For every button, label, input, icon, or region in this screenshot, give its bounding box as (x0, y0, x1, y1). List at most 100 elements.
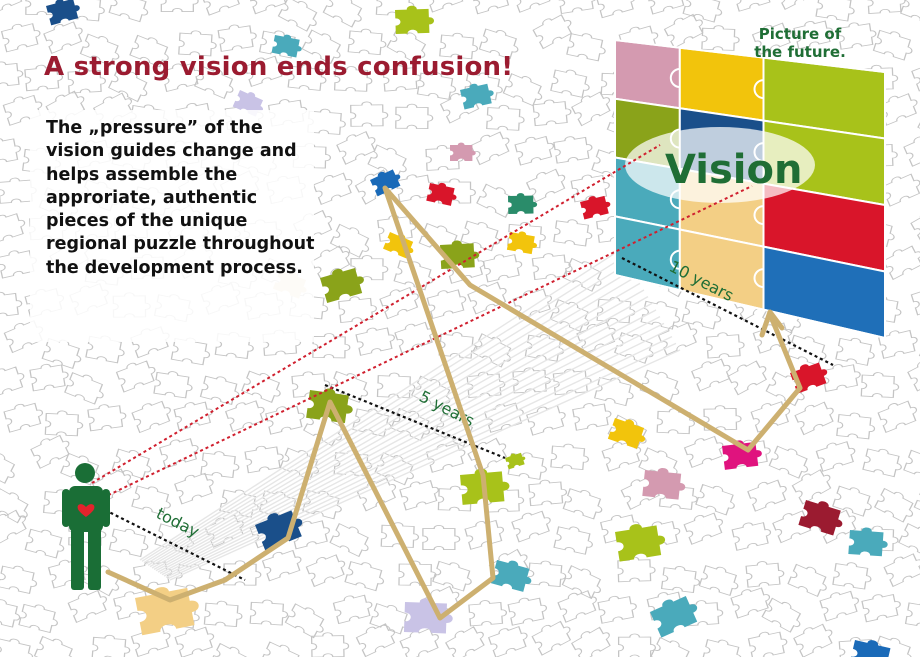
background-puzzle-outline (173, 401, 214, 431)
background-puzzle-outline (249, 599, 289, 626)
background-puzzle-outline (531, 253, 571, 281)
person-arm-right (102, 489, 110, 527)
background-puzzle-outline (903, 449, 920, 482)
person-head (75, 463, 95, 483)
background-puzzle-outline (601, 440, 642, 472)
background-puzzle-outline (160, 62, 201, 93)
background-puzzle-outline (411, 375, 451, 410)
page-title: A strong vision ends confusion! (44, 52, 514, 82)
background-puzzle-outline (30, 434, 70, 469)
background-puzzle-outline (572, 403, 612, 431)
background-puzzle-outline (108, 0, 149, 23)
perspective-line (145, 269, 633, 565)
background-puzzle-outline (0, 138, 21, 166)
background-puzzle-outline (899, 0, 920, 25)
background-puzzle-outline (0, 291, 23, 319)
background-puzzle-outline (701, 25, 740, 51)
puzzle-piece-icon (650, 596, 698, 638)
background-puzzle-outline (486, 104, 525, 131)
puzzle-piece-icon (460, 83, 494, 110)
background-puzzle-outline (571, 91, 611, 127)
background-puzzle-outline (382, 65, 422, 92)
background-puzzle-outline (301, 29, 342, 65)
background-puzzle-outline (482, 254, 523, 283)
background-puzzle-outline (0, 0, 23, 15)
background-puzzle-outline (747, 479, 787, 512)
person-leg-right (88, 528, 101, 590)
perspective-line (143, 262, 629, 564)
person-icon (62, 463, 110, 590)
background-puzzle-outline (201, 0, 241, 16)
background-puzzle-outline (0, 366, 25, 398)
background-puzzle-outline (791, 469, 832, 505)
background-puzzle-outline (0, 213, 26, 245)
background-puzzle-outline (193, 65, 234, 100)
background-puzzle-outline (132, 561, 173, 589)
background-puzzle-outline (511, 0, 552, 13)
background-puzzle-outline (860, 372, 900, 398)
future-caption-line-2: the future. (754, 43, 846, 61)
background-puzzle-outline (683, 512, 724, 545)
background-puzzle-outline (174, 472, 214, 505)
puzzle-piece-icon (490, 560, 532, 592)
person-leg-left (71, 528, 84, 590)
puzzle-piece-icon (642, 468, 686, 500)
background-puzzle-outline (310, 632, 350, 657)
background-puzzle-outline (878, 329, 918, 359)
puzzle-piece-icon (848, 527, 888, 557)
perspective-line (149, 282, 641, 568)
background-puzzle-outline (312, 333, 351, 359)
background-puzzle-outline (550, 69, 590, 98)
background-puzzle-outline (691, 358, 731, 392)
background-puzzle-outline (467, 281, 507, 315)
background-puzzle-outline (705, 332, 745, 359)
background-puzzle-outline (310, 245, 351, 281)
background-puzzle-outline (650, 636, 690, 657)
background-puzzle-outline (727, 360, 768, 396)
background-puzzle-outline (557, 590, 597, 623)
background-puzzle-outline (424, 0, 465, 13)
background-puzzle-outline (439, 89, 480, 124)
puzzle-piece-icon (580, 195, 611, 220)
background-puzzle-outline (399, 480, 439, 511)
background-puzzle-outline (550, 443, 590, 471)
background-puzzle-outline (369, 602, 409, 635)
description-panel (30, 110, 314, 342)
background-puzzle-outline (470, 131, 510, 166)
path-arrow-shaft (767, 311, 803, 391)
heart-icon (77, 504, 95, 517)
background-puzzle-outline (557, 0, 597, 15)
background-puzzle-outline (322, 0, 363, 28)
background-puzzle-outline (0, 449, 16, 484)
background-puzzle-outline (79, 33, 120, 66)
background-puzzle-outline (836, 412, 876, 440)
perspective-line (161, 322, 665, 576)
background-puzzle-outline (761, 597, 802, 633)
background-puzzle-outline (532, 14, 573, 50)
background-puzzle-outline (553, 219, 593, 247)
background-puzzle-outline (460, 220, 500, 252)
background-puzzle-outline (332, 594, 373, 625)
background-puzzle-outline (793, 20, 833, 50)
background-puzzle-outline (395, 103, 434, 129)
puzzle-piece-icon (508, 193, 538, 214)
background-puzzle-outline (437, 485, 477, 512)
puzzle-piece-icon (505, 452, 526, 470)
background-puzzle-outline (284, 603, 325, 639)
background-puzzle-outline (374, 452, 414, 486)
background-puzzle-outline (158, 438, 199, 469)
background-puzzle-outline (328, 370, 369, 403)
background-puzzle-outline (129, 34, 169, 68)
background-puzzle-outline (525, 168, 566, 203)
background-puzzle-outline (247, 0, 288, 15)
background-puzzle-outline (464, 519, 505, 550)
background-puzzle-outline (597, 595, 637, 624)
background-puzzle-outline (0, 509, 27, 545)
background-puzzle-outline (838, 637, 878, 657)
puzzle-piece-icon (395, 5, 435, 34)
background-puzzle-outline (287, 64, 327, 91)
background-puzzle-outline (617, 556, 656, 583)
background-puzzle-outline (656, 408, 696, 435)
background-puzzle-outline (657, 322, 698, 356)
